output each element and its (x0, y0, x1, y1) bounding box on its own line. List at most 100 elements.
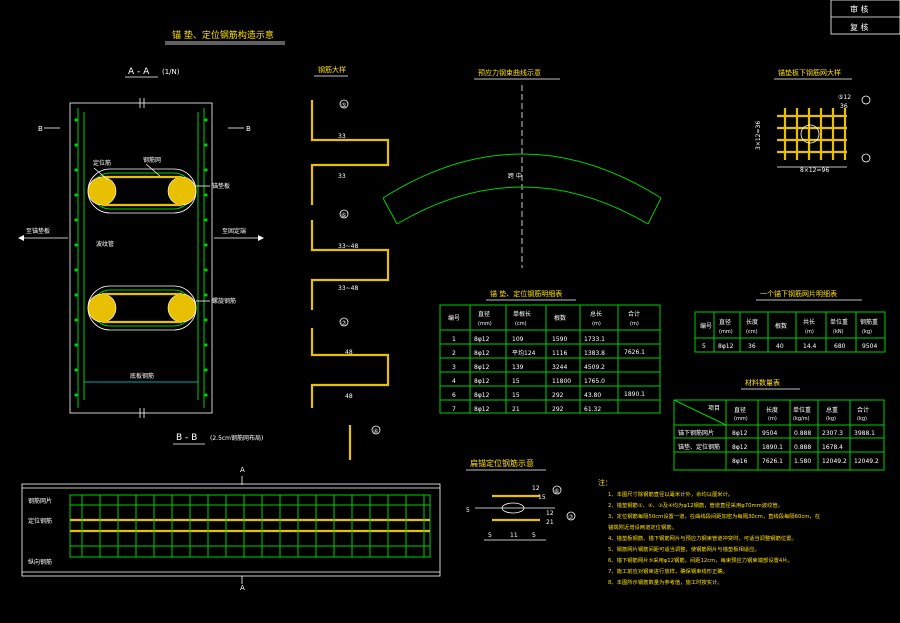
svg-text:9504: 9504 (862, 343, 877, 350)
section-aa: A - A (1/N) (18, 67, 264, 418)
svg-text:长度: 长度 (766, 406, 778, 414)
table3-cell: 12049.2 (854, 458, 879, 465)
table1-cell: 3 (452, 364, 456, 371)
section-bb-label: B - B (176, 433, 197, 443)
svg-text:单根长: 单根长 (513, 310, 531, 318)
svg-text:(kN): (kN) (833, 329, 844, 335)
svg-text:注：: 注： (598, 478, 612, 487)
svg-text:12: 12 (532, 485, 540, 492)
svg-text:直径: 直径 (734, 406, 746, 414)
table3-cell: 7626.1 (762, 458, 783, 465)
main-title: 锚 垫、定位钢筋构造示意 (172, 29, 274, 41)
svg-text:33: 33 (338, 133, 346, 140)
table3-cell: 3988.1 (854, 430, 875, 437)
svg-text:扁锚定位钢筋示意: 扁锚定位钢筋示意 (470, 458, 534, 468)
table1-cell: 21 (512, 406, 520, 413)
table1-cell: 平均124 (512, 349, 536, 357)
svg-text:合计: 合计 (628, 310, 640, 318)
table3-cell: 锚垫、定位钢筋 (678, 443, 720, 451)
table1-cell: 3244 (552, 364, 567, 371)
table3-cell: 1890.1 (762, 444, 783, 451)
svg-text:5: 5 (532, 532, 536, 539)
svg-text:5: 5 (702, 343, 706, 350)
svg-text:(mm): (mm) (719, 329, 733, 335)
svg-text:3×12=36: 3×12=36 (755, 121, 762, 150)
table1-cell: 15 (512, 392, 520, 399)
table1-cell: 6 (452, 392, 456, 399)
table3-cell: 0.888 (794, 430, 811, 437)
svg-text:8×12=96: 8×12=96 (800, 167, 829, 174)
svg-text:680: 680 (834, 343, 846, 350)
svg-text:直径: 直径 (478, 310, 490, 318)
svg-text:材料数量表: 材料数量表 (745, 378, 780, 387)
table1-cell: 43.80 (584, 392, 601, 399)
title-block-row1: 审 核 (850, 4, 869, 14)
section-aa-scale: (1/N) (162, 68, 180, 76)
svg-text:螺旋钢筋: 螺旋钢筋 (212, 297, 236, 305)
svg-text:编号: 编号 (700, 322, 712, 330)
svg-text:(m): (m) (630, 321, 639, 327)
svg-text:48: 48 (345, 393, 353, 400)
table3-cell: 8φ16 (732, 458, 748, 465)
table3-cell: 8φ12 (732, 430, 748, 437)
svg-text:33~48: 33~48 (338, 285, 358, 292)
table3-cell: 0.888 (794, 444, 811, 451)
svg-text:钢筋网片: 钢筋网片 (28, 497, 52, 505)
svg-text:钢筋重: 钢筋重 (860, 318, 878, 326)
table1-cell: 1765.0 (584, 378, 605, 385)
svg-text:⑦: ⑦ (341, 320, 347, 327)
svg-text:锚垫板: 锚垫板 (212, 182, 230, 190)
table1-cell: 8φ12 (474, 406, 490, 413)
svg-text:⑤: ⑤ (341, 102, 346, 109)
svg-text:(mm): (mm) (734, 416, 748, 422)
note-item: 4、锚垫板钢筋、锚下钢筋网片与预应力钢束管道冲突时，可适当调整钢筋位置。 (608, 534, 797, 542)
table1-cell: 15 (512, 378, 520, 385)
svg-text:12: 12 (546, 510, 554, 517)
svg-text:(m): (m) (805, 329, 814, 335)
svg-text:7626.1: 7626.1 (624, 349, 645, 356)
svg-text:底板钢筋: 底板钢筋 (130, 372, 154, 380)
table1-cell: 292 (552, 392, 564, 399)
table1-cell: 4509.2 (584, 364, 605, 371)
svg-text:定位筋: 定位筋 (93, 159, 111, 167)
table2: 一个锚下钢筋网片明细表 编号 直径(mm) 长度(cm) 根数 共长(m) 单位… (694, 289, 886, 353)
svg-text:(mm): (mm) (478, 321, 492, 327)
svg-text:项目: 项目 (708, 405, 720, 412)
curve-diagram: 预应力钢束曲线示意 跨 中 (382, 68, 662, 268)
rebar-dots (74, 118, 208, 397)
table1-cell: 139 (512, 364, 524, 371)
svg-text:钢筋大样: 钢筋大样 (318, 65, 346, 74)
svg-text:单位重: 单位重 (830, 318, 848, 326)
table3: 材料数量表 项目 直径(mm) 长度(m) 单位重(kg/m) 总重(kg) 合… (673, 378, 885, 471)
svg-text:跨 中: 跨 中 (508, 172, 522, 180)
svg-text:总长: 总长 (590, 310, 602, 318)
svg-text:(cm): (cm) (515, 321, 527, 327)
table3-cell: 1678.4 (822, 444, 843, 451)
title-block-row2: 复 核 (850, 22, 869, 32)
svg-text:11: 11 (510, 532, 518, 539)
svg-text:33: 33 (338, 173, 346, 180)
table1-cell: 8φ12 (474, 364, 490, 371)
table1-cell: 1 (452, 336, 456, 343)
svg-text:(m): (m) (768, 416, 777, 422)
table1-cell: 61.32 (584, 406, 601, 413)
svg-text:根数: 根数 (554, 314, 566, 322)
svg-text:钢筋网: 钢筋网 (143, 156, 161, 164)
table1-cell: 292 (552, 406, 564, 413)
note-item: 3、定位钢筋每隔50cm设置一道，在曲线段间距加密为每隔30cm，直线段每隔60… (608, 512, 820, 520)
title-block: 审 核 复 核 (830, 0, 900, 35)
table3-cell: 2307.3 (822, 430, 843, 437)
svg-text:B: B (38, 125, 43, 133)
grid-detail: 锚垫板下钢筋网大样 ⑤12 36 3×12=36 8×12=96 (755, 68, 871, 174)
svg-text:锚 垫、定位钢筋明细表: 锚 垫、定位钢筋明细表 (490, 289, 562, 298)
svg-text:直径: 直径 (719, 318, 731, 326)
table1-cell: 8φ12 (474, 378, 490, 385)
note-item: 6、锚下钢筋网片⑤采用φ12钢筋，间距12cm，每束预应力钢束端部设置4片。 (608, 556, 793, 564)
svg-text:1890.1: 1890.1 (624, 391, 645, 398)
note-item: 7、施工前应对钢束进行放样，确保钢束线形正确。 (608, 567, 728, 575)
svg-text:根数: 根数 (775, 322, 787, 330)
svg-text:A: A (240, 584, 245, 592)
svg-text:B: B (246, 125, 251, 133)
svg-text:(kg/m): (kg/m) (793, 416, 810, 422)
